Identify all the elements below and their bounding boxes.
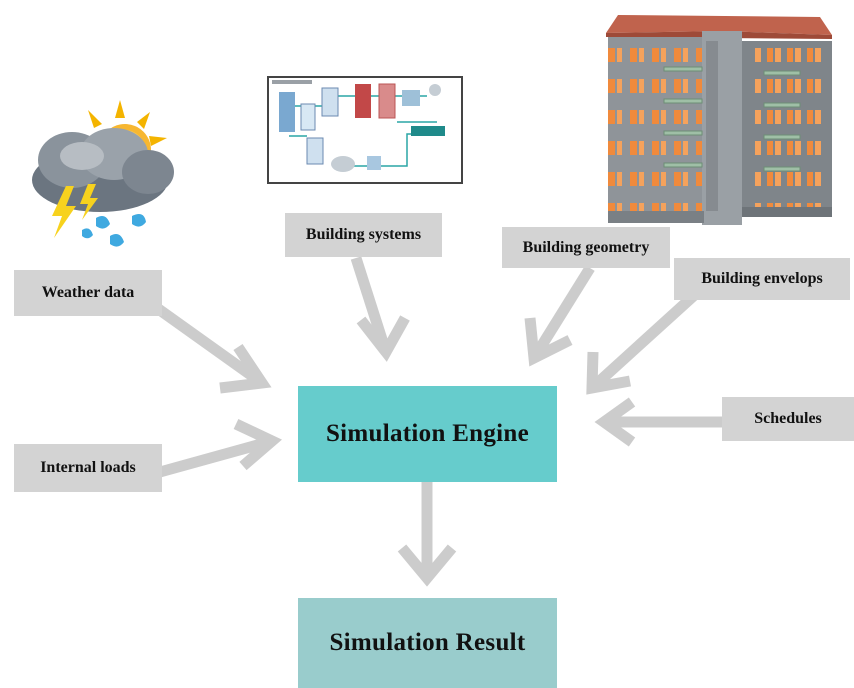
weather-data-label: Weather data: [14, 270, 162, 316]
arrow-engine-to-result: [397, 481, 457, 587]
arrow-building-systems: [350, 256, 410, 362]
weather-icon: [32, 100, 174, 247]
hvac-schematic-icon: [267, 76, 463, 184]
building-model-icon: [606, 15, 832, 225]
arrow-internal-loads: [158, 419, 283, 478]
building-envelops-label: Building envelops: [674, 258, 850, 300]
arrow-weather-data: [146, 298, 272, 394]
simulation-result-box: Simulation Result: [298, 598, 557, 688]
building-systems-label: Building systems: [285, 213, 442, 257]
arrow-building-envelops: [586, 285, 704, 395]
arrow-schedules: [594, 397, 722, 447]
simulation-engine-box: Simulation Engine: [298, 386, 557, 482]
arrow-building-geometry: [524, 265, 595, 367]
internal-loads-label: Internal loads: [14, 444, 162, 492]
schedules-label: Schedules: [722, 397, 854, 441]
building-geometry-label: Building geometry: [502, 227, 670, 268]
